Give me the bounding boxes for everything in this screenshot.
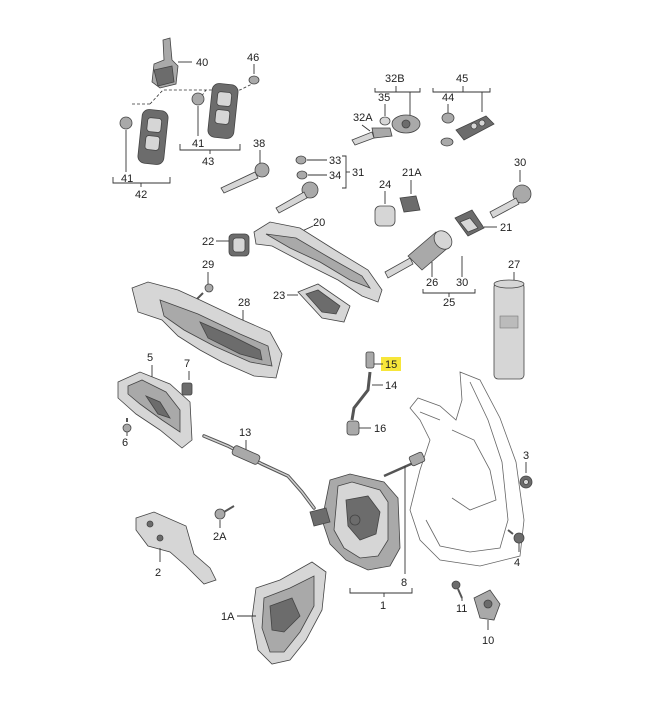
inner-handle-5[interactable] [117, 371, 193, 449]
key-blank-38[interactable] [220, 162, 270, 194]
callout-33: 33 [329, 155, 341, 167]
key-blade-32A[interactable] [351, 127, 393, 146]
callout-26: 26 [426, 277, 438, 289]
bush-16[interactable] [346, 420, 360, 436]
callout-15-highlight [381, 357, 401, 371]
key-31[interactable] [275, 181, 319, 214]
callout-3: 3 [523, 450, 529, 462]
callout-32A: 32A [353, 112, 373, 124]
callout-27: 27 [508, 259, 520, 271]
lock-housing-1A[interactable] [251, 561, 327, 665]
rod-14[interactable] [350, 371, 372, 421]
callout-30-top: 30 [514, 157, 526, 169]
bolt-29[interactable] [195, 283, 214, 301]
striker-3[interactable] [519, 475, 533, 489]
callout-16: 16 [374, 423, 386, 435]
callout-41-left: 41 [121, 173, 133, 185]
callout-41-right: 41 [192, 138, 204, 150]
pin-2A[interactable] [214, 505, 235, 520]
callout-13: 13 [239, 427, 251, 439]
bolt-11[interactable] [451, 580, 463, 599]
callout-23: 23 [273, 290, 285, 302]
clip-7[interactable] [181, 382, 193, 396]
callout-34: 34 [329, 170, 341, 182]
callout-11: 11 [456, 603, 467, 615]
rod-15[interactable] [365, 351, 375, 369]
callout-21: 21 [500, 222, 512, 234]
gasket-23[interactable] [297, 283, 351, 323]
callout-28: 28 [238, 297, 250, 309]
cable-13[interactable] [202, 434, 316, 510]
callout-7: 7 [184, 358, 190, 370]
remote-key-rear-left[interactable] [137, 109, 169, 165]
bolt-4[interactable] [507, 529, 525, 544]
callout-46: 46 [247, 52, 259, 64]
remote-key-rear-right[interactable] [207, 83, 239, 139]
callout-2A: 2A [213, 531, 227, 543]
bracket-21[interactable] [454, 209, 485, 237]
callout-32B: 32B [385, 73, 405, 85]
callout-22: 22 [202, 236, 214, 248]
callout-43: 43 [202, 156, 214, 168]
bracket-2[interactable] [135, 511, 217, 585]
callout-1: 1 [380, 600, 386, 612]
battery-41-left[interactable] [119, 116, 133, 130]
battery-41-right[interactable] [191, 92, 205, 106]
callout-4: 4 [514, 557, 520, 569]
door-frame [409, 371, 525, 567]
callout-38: 38 [253, 138, 265, 150]
key-fob-32B[interactable] [379, 114, 421, 134]
callout-14: 14 [385, 380, 397, 392]
callout-2: 2 [155, 567, 161, 579]
callout-40: 40 [196, 57, 208, 69]
callout-8: 8 [401, 577, 407, 589]
callout-21A: 21A [402, 167, 422, 179]
cap-24[interactable] [374, 205, 396, 227]
callout-35: 35 [378, 92, 390, 104]
battery-46[interactable] [248, 75, 260, 85]
handle-cap-22[interactable] [228, 233, 250, 257]
callout-44: 44 [442, 92, 454, 104]
grease-can-27[interactable] [493, 279, 525, 380]
callout-30-bottom: 30 [456, 277, 468, 289]
door-handle-20[interactable] [253, 221, 383, 303]
rod-8[interactable] [383, 451, 426, 478]
callout-15: 15 [385, 359, 397, 371]
callout-42: 42 [135, 189, 147, 201]
cap-21A[interactable] [399, 195, 421, 213]
callout-20: 20 [313, 217, 325, 229]
callout-25: 25 [443, 297, 455, 309]
callout-31: 31 [352, 167, 364, 179]
key-cover-40[interactable] [151, 37, 179, 89]
lock-cylinder[interactable] [384, 227, 456, 279]
callout-6: 6 [122, 437, 128, 449]
remote-key-45[interactable] [440, 112, 495, 147]
callout-5: 5 [147, 352, 153, 364]
callout-45: 45 [456, 73, 468, 85]
key-30[interactable] [489, 184, 532, 219]
striker-plate-10[interactable] [473, 589, 501, 621]
callout-10: 10 [482, 635, 494, 647]
callout-1A: 1A [221, 611, 235, 623]
handle-carrier-28[interactable] [131, 281, 283, 379]
screw-6[interactable] [122, 418, 132, 433]
parts-33-34[interactable] [295, 155, 308, 180]
door-lock-1[interactable] [309, 473, 401, 571]
callout-29: 29 [202, 259, 214, 271]
callout-24: 24 [379, 179, 391, 191]
